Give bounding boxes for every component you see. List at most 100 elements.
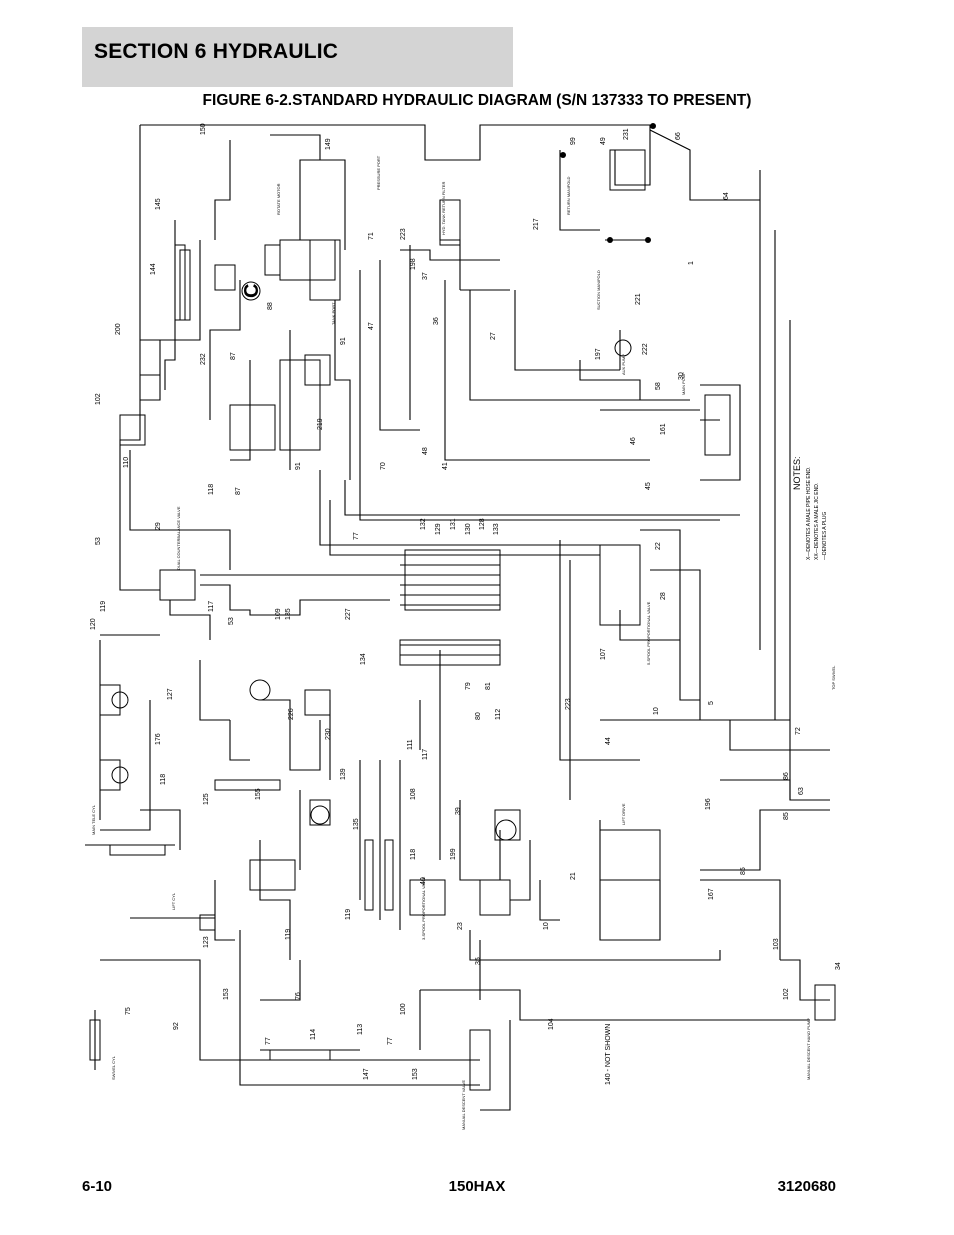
svg-text:92: 92 (173, 1022, 180, 1030)
not-shown-note: 140 - NOT SHOWN (605, 1024, 612, 1085)
svg-text:99: 99 (570, 137, 577, 145)
svg-text:104: 104 (548, 1018, 555, 1030)
page-number: 6-10 (82, 1178, 113, 1195)
label-pressure-port: PRESSURE PORT (376, 155, 381, 190)
svg-text:87: 87 (230, 352, 237, 360)
svg-text:41: 41 (442, 462, 449, 470)
label-3-spool-valve: 3-SPOOL PROPORTIONAL VALVE (421, 876, 426, 940)
label-lift-drive: LIFT DRIVE (621, 803, 626, 825)
svg-text:37: 37 (422, 272, 429, 280)
svg-text:87: 87 (235, 487, 242, 495)
note-2: XX—DENOTES A MALE JIC END. (814, 483, 820, 560)
svg-text:77: 77 (387, 1037, 394, 1045)
svg-text:48: 48 (422, 447, 429, 455)
svg-text:199: 199 (450, 848, 457, 860)
svg-text:10: 10 (543, 922, 550, 930)
hydraulic-components (89, 149, 836, 1091)
connection-dots (560, 123, 656, 243)
label-5-spool-valve: 5-SPOOL PROPORTIONAL VALVE (646, 601, 651, 665)
note-3: —DENOTES A PLUG (822, 512, 828, 560)
svg-text:39: 39 (455, 807, 462, 815)
component-labels: ROTATE MOTOR MAIN PUMP AUX PUMP TANK POR… (91, 155, 836, 1130)
svg-text:227: 227 (345, 608, 352, 620)
svg-text:118: 118 (208, 484, 215, 495)
svg-text:223: 223 (565, 698, 572, 710)
svg-text:155: 155 (255, 788, 262, 800)
diagram-callouts: 150 149 145 200 144 223 99 49 231 66 64 … (90, 123, 842, 1080)
svg-text:53: 53 (228, 617, 235, 625)
svg-text:10: 10 (653, 707, 660, 715)
svg-text:103: 103 (773, 938, 780, 950)
svg-text:1: 1 (688, 261, 695, 265)
svg-text:34: 34 (835, 962, 842, 970)
svg-text:21: 21 (570, 872, 577, 880)
svg-text:117: 117 (208, 601, 215, 612)
svg-text:27: 27 (490, 332, 497, 340)
svg-text:117: 117 (422, 749, 429, 760)
svg-text:176: 176 (155, 733, 162, 745)
svg-text:109: 109 (275, 608, 282, 620)
label-aux-pump: AUX PUMP (621, 354, 626, 375)
svg-text:147: 147 (363, 1068, 370, 1080)
section-title: SECTION 6 HYDRAULIC (94, 40, 339, 63)
svg-text:113: 113 (357, 1024, 364, 1035)
svg-text:71: 71 (368, 232, 375, 240)
svg-text:100: 100 (400, 1003, 407, 1015)
notes-title: NOTES: (792, 456, 802, 490)
svg-text:49: 49 (600, 137, 607, 145)
svg-text:81: 81 (485, 682, 492, 690)
svg-text:130: 130 (465, 523, 472, 535)
svg-text:131: 131 (450, 518, 457, 530)
svg-text:135: 135 (353, 818, 360, 830)
svg-text:111: 111 (407, 739, 414, 750)
notes-block: NOTES: X—DENOTES A MALE PIPE HOSE END. X… (792, 456, 828, 560)
svg-text:75: 75 (125, 1007, 132, 1015)
svg-text:58: 58 (655, 382, 662, 390)
figure-title: FIGURE 6-2.STANDARD HYDRAULIC DIAGRAM (S… (202, 92, 752, 109)
label-lift-cyl: LIFT CYL (171, 892, 176, 910)
svg-text:40: 40 (420, 877, 427, 885)
label-main-pump: MAIN PUMP (681, 372, 686, 395)
label-tank-filter: HYD. TANK RETURN FILTER (441, 182, 446, 235)
svg-text:85: 85 (740, 867, 747, 875)
svg-text:85: 85 (783, 812, 790, 820)
label-manual-descent-pump: MANUAL DESCENT HAND PUMP (806, 1018, 811, 1080)
svg-text:119: 119 (100, 601, 107, 612)
svg-text:28: 28 (660, 592, 667, 600)
label-suction-manifold: SUCTION MANIFOLD (596, 270, 601, 310)
svg-text:118: 118 (410, 849, 417, 860)
svg-text:102: 102 (783, 988, 790, 1000)
svg-text:200: 200 (115, 323, 122, 335)
svg-text:79: 79 (465, 682, 472, 690)
svg-text:145: 145 (155, 198, 162, 210)
circle-c-label: C (241, 284, 263, 298)
svg-text:223: 223 (400, 228, 407, 240)
svg-text:91: 91 (340, 337, 347, 345)
svg-text:66: 66 (675, 132, 682, 140)
svg-text:22: 22 (655, 542, 662, 550)
svg-text:119: 119 (285, 929, 292, 940)
svg-text:45: 45 (645, 482, 652, 490)
svg-text:120: 120 (90, 618, 97, 630)
svg-text:133: 133 (493, 523, 500, 535)
section-header-box: SECTION 6 HYDRAULIC (82, 27, 513, 87)
svg-text:88: 88 (267, 302, 274, 310)
label-rotate-motor: ROTATE MOTOR (276, 183, 281, 215)
svg-text:118: 118 (160, 774, 167, 785)
svg-text:135: 135 (285, 608, 292, 620)
svg-text:134: 134 (360, 653, 367, 665)
label-top-swivel: TOP SWIVEL (831, 665, 836, 690)
svg-text:144: 144 (150, 263, 157, 275)
label-manual-descent-valve: MANUAL DESCENT VALVE (461, 1080, 466, 1130)
svg-text:63: 63 (798, 787, 805, 795)
svg-text:153: 153 (223, 988, 230, 1000)
svg-text:119: 119 (345, 909, 352, 920)
svg-text:30: 30 (678, 372, 685, 380)
svg-text:167: 167 (708, 888, 715, 900)
svg-text:222: 222 (642, 343, 649, 355)
svg-text:23: 23 (457, 922, 464, 930)
svg-text:129: 129 (435, 523, 442, 535)
svg-text:125: 125 (203, 793, 210, 805)
svg-text:132: 132 (420, 518, 427, 530)
svg-text:219: 219 (317, 418, 324, 430)
